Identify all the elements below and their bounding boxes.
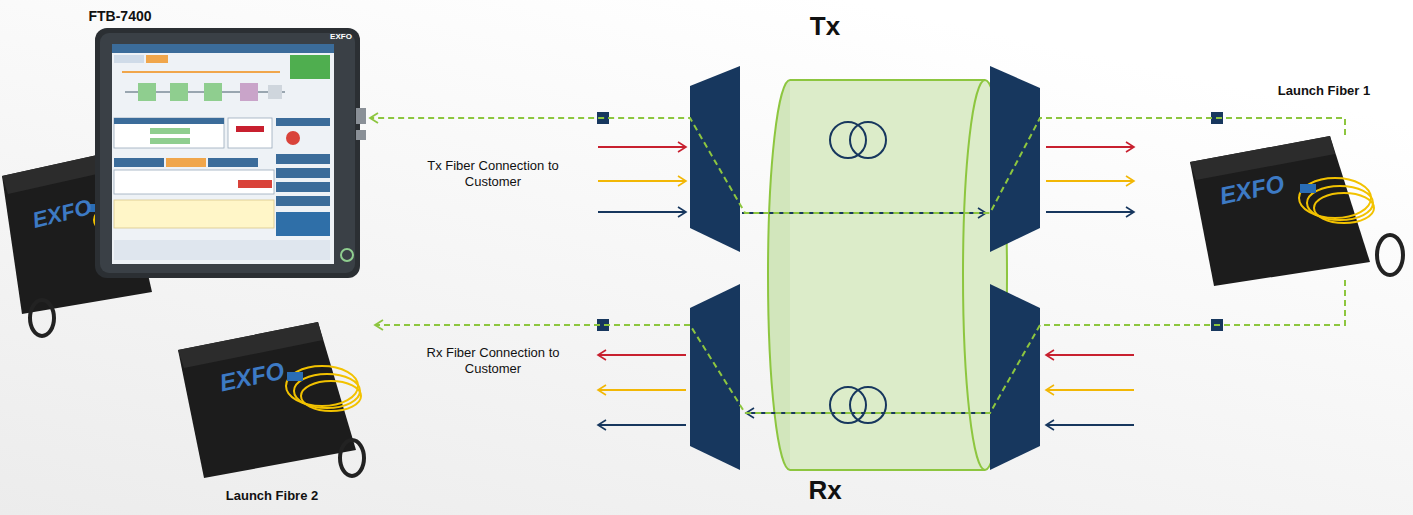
fiber-spool: [830, 122, 866, 158]
ftb-7400-device: [208, 158, 258, 167]
ftb-7400-device: [95, 28, 366, 278]
direction-label: Tx: [810, 10, 840, 43]
wavelength-arrow: [1046, 424, 1134, 426]
launch-fiber-node: EXFOLaunch Fibre 2: [170, 322, 375, 482]
launch-fiber-bag: [301, 381, 361, 411]
wavelength-arrow: [1046, 211, 1134, 213]
ftb-7400-device: [166, 158, 206, 167]
ftb-7400-device: [276, 196, 330, 206]
fiber-spool: [850, 387, 886, 423]
ftb-7400-device: [170, 83, 188, 101]
fiber-spool: [850, 122, 886, 158]
wavelength-arrow: [1046, 180, 1134, 182]
connector-square: [597, 112, 1223, 331]
fiber-spool: [830, 387, 866, 423]
wavelength-arrow: [598, 180, 686, 182]
direction-label: Rx: [808, 474, 841, 507]
ftb-7400-device: [236, 126, 264, 132]
multiplexer: [990, 66, 1040, 252]
wavelength-arrow: [598, 424, 686, 426]
launch-fiber-bag: [1190, 136, 1370, 286]
fiber-spool: [790, 80, 985, 470]
brand-logo: EXFO: [217, 356, 287, 399]
wavelength-arrow: [1046, 389, 1134, 391]
ftb-7400-device: [112, 44, 334, 264]
connection-label: Tx Fiber Connection to Customer: [408, 158, 578, 191]
ftb-7400-device: [114, 118, 224, 148]
launch-fiber-bag: [1314, 193, 1374, 223]
ftb-7400-device: [276, 118, 330, 126]
ftb-7400-device: [276, 168, 330, 178]
launch-fiber-name: Launch Fibre 2: [226, 488, 318, 504]
ftb-7400-device: [276, 212, 330, 236]
ftb-7400-device: [114, 240, 330, 260]
ftb-7400-device: [114, 55, 144, 63]
ftb-7400-device: [122, 71, 280, 73]
ftb-7400-device: [341, 249, 353, 261]
dashed-fiber-path: [370, 118, 1345, 213]
ftb-7400-device: [356, 108, 366, 124]
launch-fiber-bag: [1300, 184, 1316, 193]
brand-logo: EXFO: [1217, 169, 1287, 212]
ftb-7400-device: [95, 28, 360, 278]
fiber-spool: [790, 469, 985, 471]
wavelength-arrow: [598, 354, 686, 356]
ftb-7400-device: [114, 200, 274, 228]
ftb-7400-device: [268, 85, 282, 99]
multiplexer: [690, 66, 740, 252]
launch-fiber-bag: [30, 300, 54, 336]
wavelength-arrow: [598, 146, 686, 148]
launch-fiber-bag: [178, 322, 364, 478]
ftb-7400-device: [238, 180, 272, 188]
launch-fiber-bag: [286, 366, 358, 406]
ftb-7400-device: [114, 158, 164, 167]
launch-fiber-node: Launch Fiber 1EXFO: [1185, 135, 1410, 280]
multiplexer: [990, 284, 1040, 470]
wavelength-arrow: [598, 211, 686, 213]
launch-fiber-bag: [340, 440, 364, 476]
ftb-7400-device: [240, 83, 258, 101]
device-name: FTB-7400: [88, 8, 151, 26]
ftb-7400-device: [150, 138, 190, 144]
fiber-spool: [790, 79, 985, 81]
launch-fiber-bag: [1190, 136, 1403, 286]
connection-label: Rx Fiber Connection to Customer: [408, 345, 578, 378]
launch-fiber-name: Launch Fiber 1: [1278, 83, 1370, 99]
ftb-7400-device: [228, 118, 272, 148]
ftb-7400-device: [356, 130, 366, 140]
wavelength-arrow: [598, 147, 1134, 425]
fiber-spool: [742, 80, 1007, 470]
multiplexer: [690, 284, 740, 470]
wavelength-arrow: [598, 389, 686, 391]
device-node: FTB-7400: [85, 32, 370, 282]
ftb-7400-device: [276, 182, 330, 192]
ftb-7400-device: [290, 55, 330, 79]
wavelength-arrow: [1046, 354, 1134, 356]
launch-fiber-bag: [1299, 178, 1371, 218]
ftb-7400-device: [286, 131, 300, 145]
dashed-fiber-path: [375, 280, 1345, 413]
ftb-7400-device: [114, 118, 224, 124]
brand-logo: EXFO: [30, 193, 95, 234]
launch-fiber-bag: [178, 322, 356, 478]
wavelength-arrow: [1046, 146, 1134, 148]
ftb-7400-device: [112, 44, 334, 53]
ftb-7400-device: [150, 128, 190, 134]
ftb-7400-device: [276, 154, 330, 164]
ftb-7400-device: [114, 170, 274, 194]
launch-fiber-bag: [1377, 235, 1403, 275]
ftb-7400-device: [100, 33, 355, 273]
brand-logo: EXFO: [330, 32, 352, 42]
ftb-7400-device: [204, 83, 222, 101]
ftb-7400-device: [146, 55, 168, 63]
ftb-7400-device: [138, 83, 156, 101]
launch-fiber-bag: [287, 372, 303, 381]
